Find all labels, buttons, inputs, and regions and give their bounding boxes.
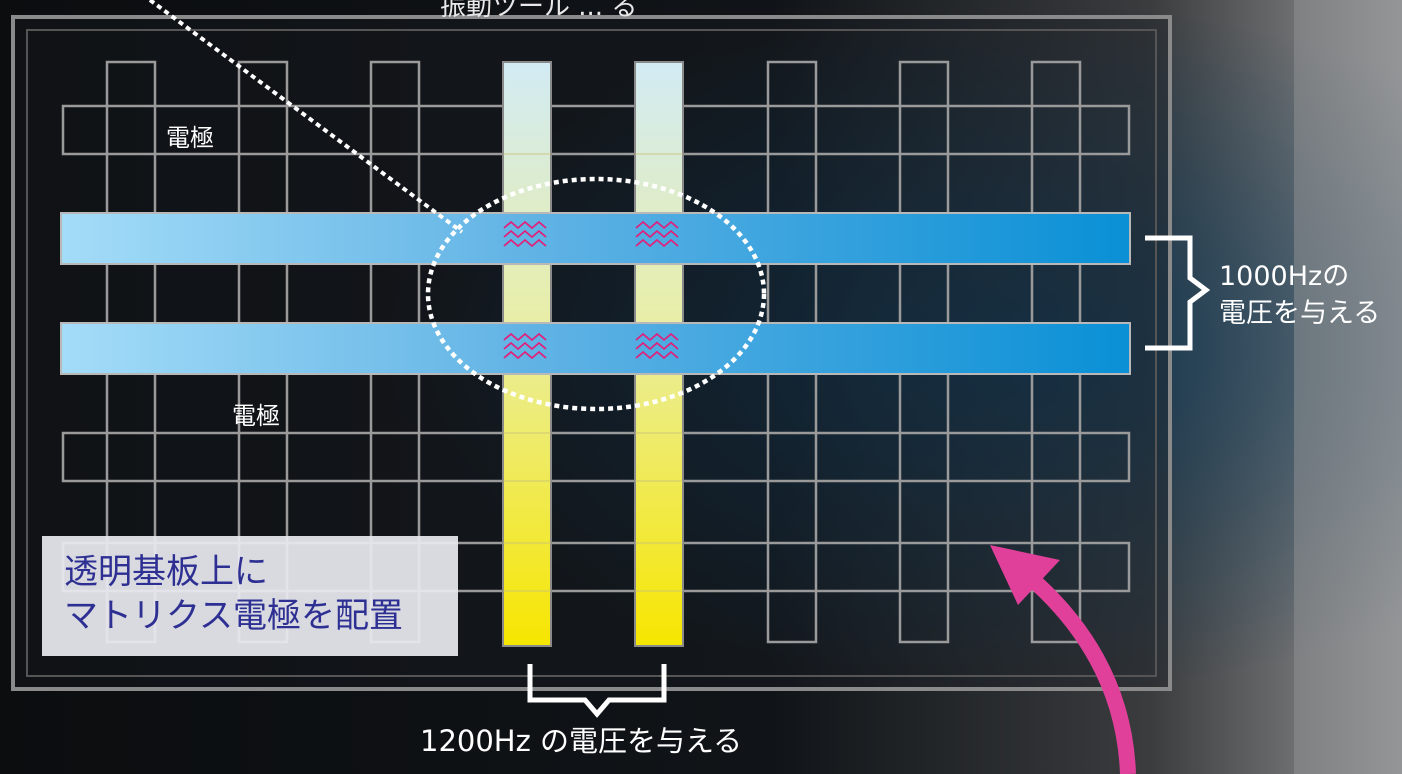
row-brace-icon (1145, 235, 1211, 351)
arrow-head (990, 545, 1060, 605)
row-electrode (61, 431, 1131, 483)
vibration-icon (503, 220, 547, 248)
row-electrode (61, 104, 1131, 156)
vibration-icon (635, 332, 679, 360)
top-label: 振動ツール ... る (440, 0, 638, 22)
vibration-marks (503, 220, 679, 360)
active-row-electrode-2 (60, 322, 1131, 375)
electrode-label: 電極 (166, 124, 214, 152)
vibration-icon (503, 332, 547, 360)
pointer-arrow-icon (1010, 558, 1136, 774)
caption-box: 透明基板上に マトリクス電極を配置 (42, 536, 458, 656)
right-panel (1294, 0, 1402, 774)
vibration-icon (635, 220, 679, 248)
electrode-label: 電極 (232, 402, 280, 430)
row-voltage-label: 1000Hzの 電圧を与える (1219, 261, 1381, 329)
active-row-electrode-1 (60, 212, 1131, 265)
column-brace-icon (527, 664, 667, 718)
dashed-pointer-line (148, 0, 464, 234)
substrate-inner-edge (26, 29, 1157, 677)
thin-row-electrodes (61, 104, 1131, 593)
column-voltage-label: 1200Hz の電圧を与える (420, 724, 743, 758)
caption-text: 透明基板上に マトリクス電極を配置 (64, 552, 403, 636)
dashed-focus-ellipse (425, 176, 767, 412)
column-segment-lines (503, 153, 683, 592)
